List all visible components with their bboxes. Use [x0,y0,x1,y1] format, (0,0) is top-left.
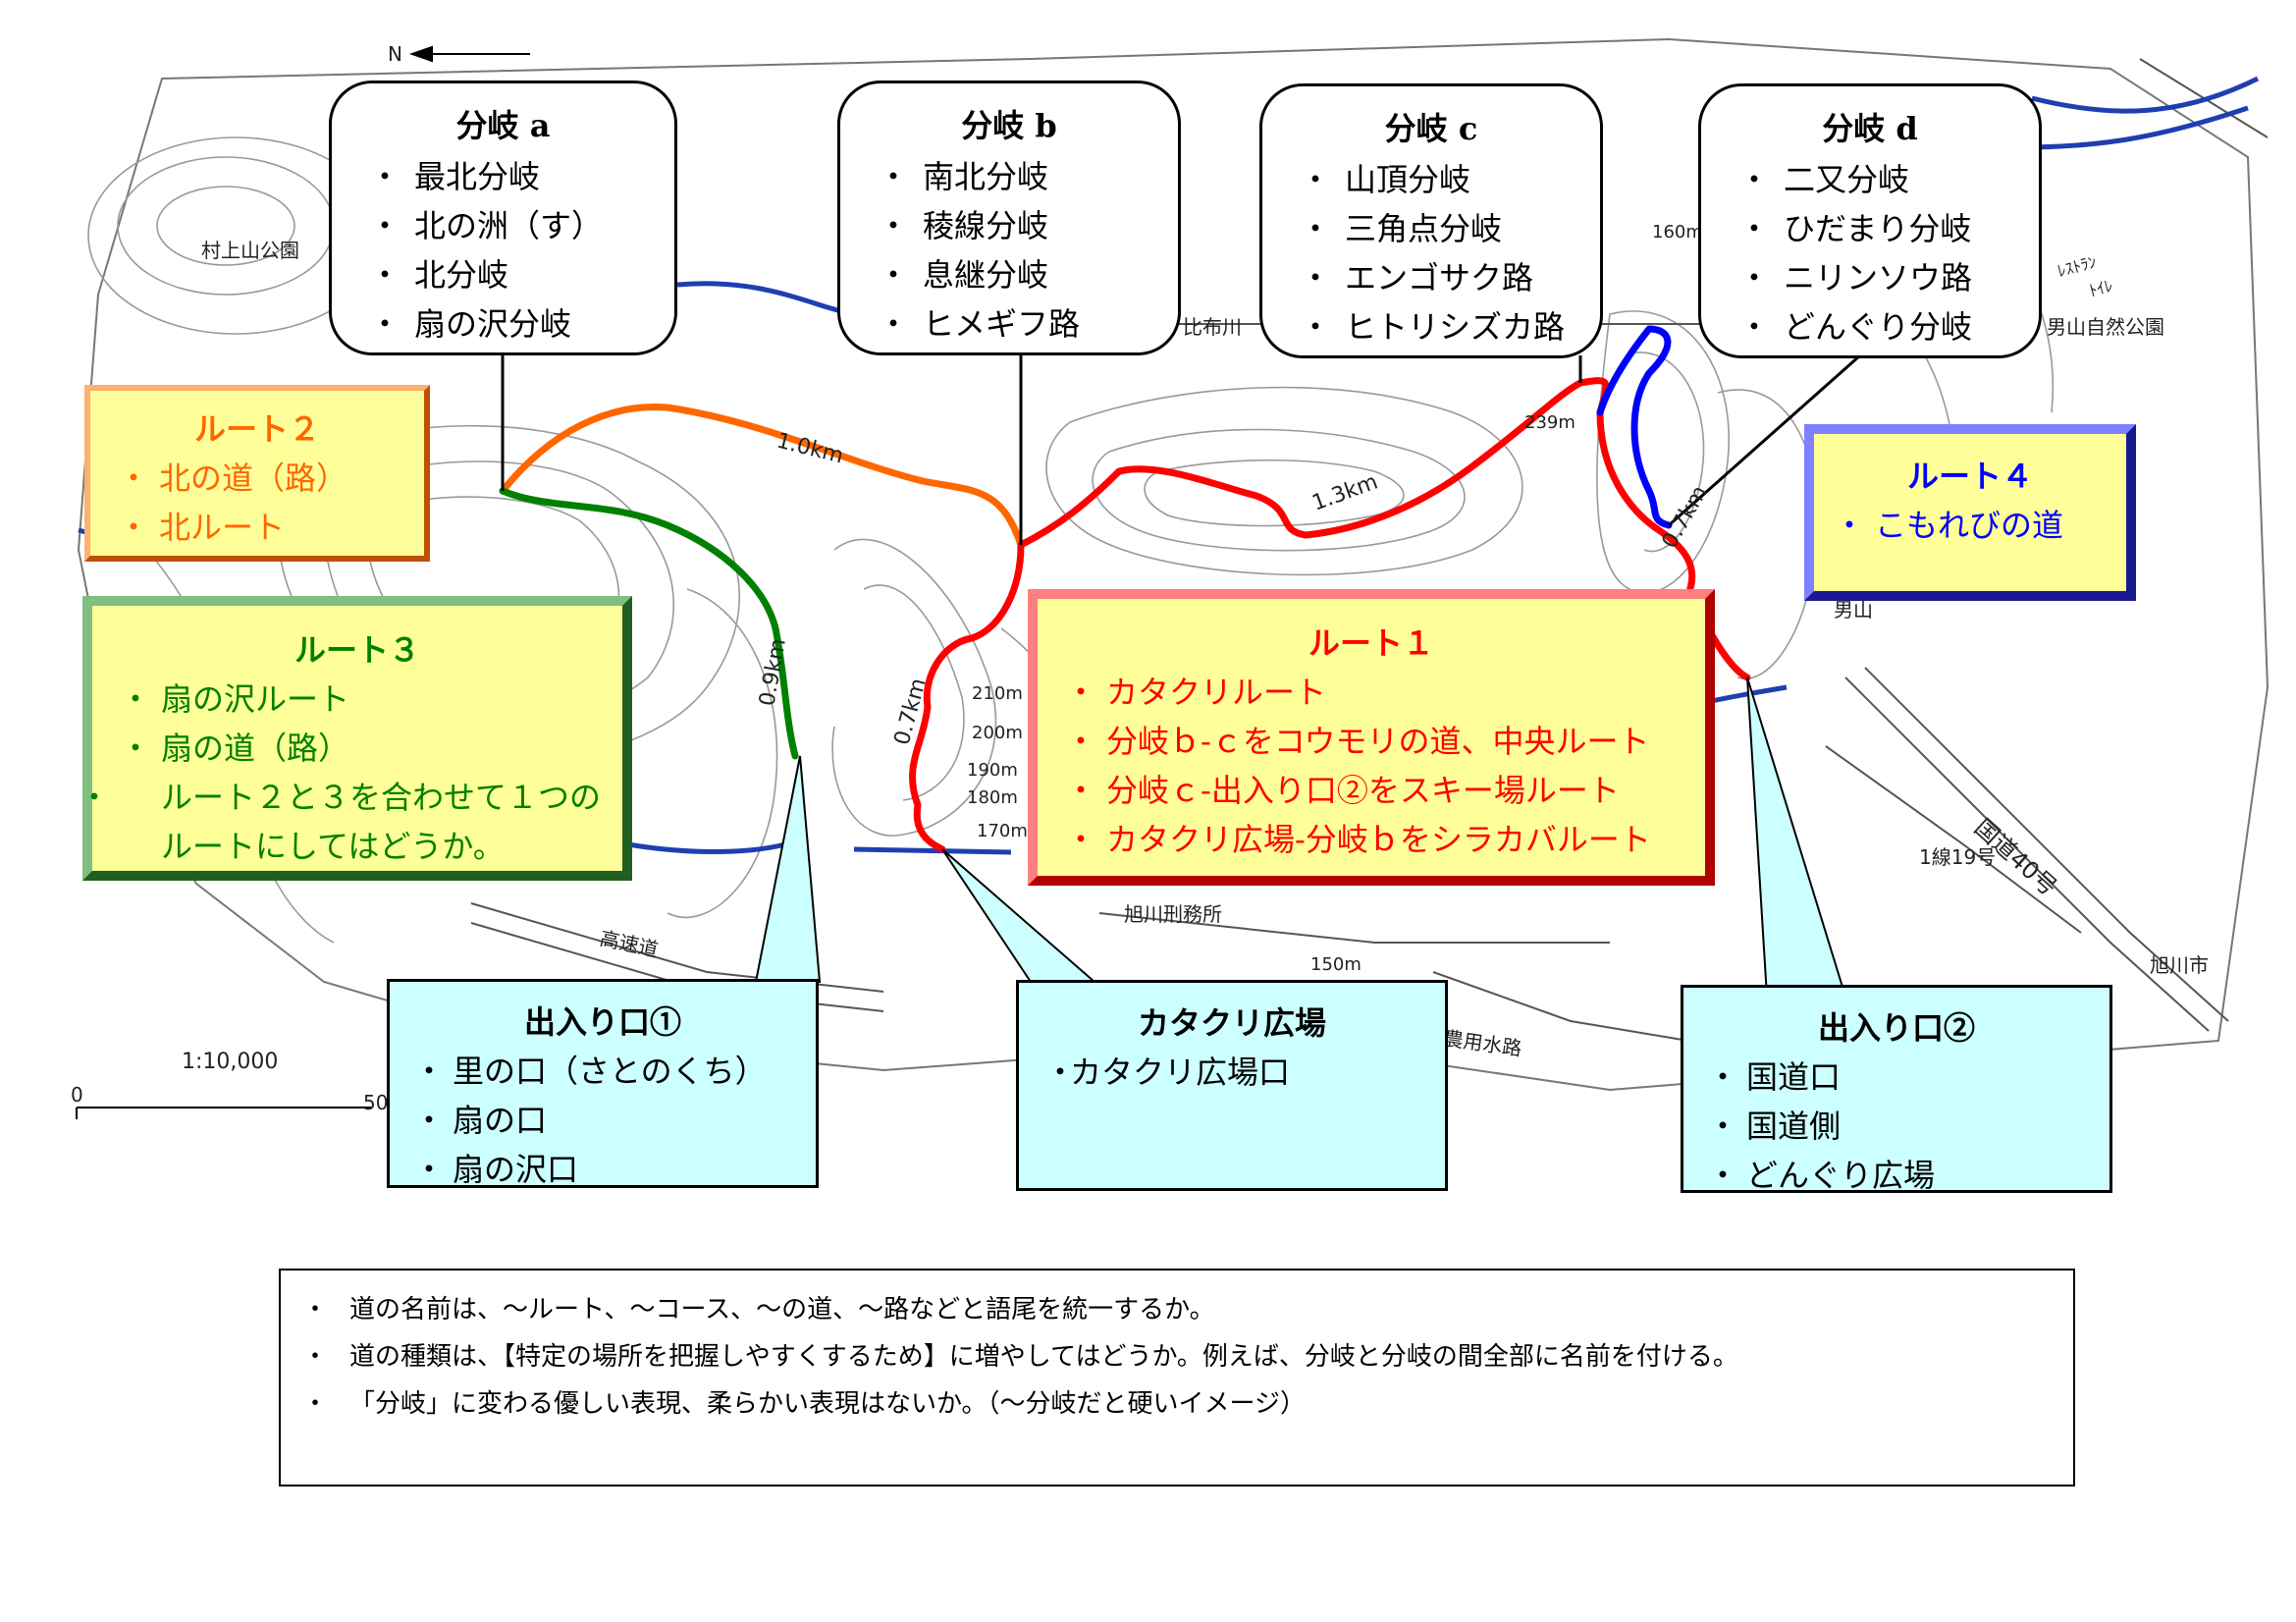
route4-item: こもれびの道 [1834,501,2126,550]
route4-line [1596,325,1673,529]
note-item: 道の名前は、～ルート、～コース、～の道、～路などと語尾を統一するか。 [302,1286,2073,1333]
route4-title: ルート４ [1906,458,2033,495]
label-toilet: ﾄｲﾚ [2087,276,2114,300]
distance-label-1: 1.0km [774,429,846,469]
label-hibu-river: 比布川 [1183,315,1242,339]
contour-190: 190m [967,760,1018,781]
branch-d-box: 分岐 d 二又分岐 ひだまり分岐 ニリンソウ路 どんぐり分岐 [1698,83,2042,358]
distance-label-4: 1.3km [1309,469,1382,515]
route3-item: 扇の道（路） [120,724,622,773]
branch-c-item: エンゴサク路 [1300,253,1600,302]
route2-title: ルート２ [193,410,320,448]
branch-c-title: 分岐 c [1384,110,1478,147]
route3-line [499,487,799,760]
branch-b-item: 稜線分岐 [878,201,1178,250]
label-otokoyama: 男山 [1834,598,1873,622]
note-item: 「分岐」に変わる優しい表現、柔らかい表現はないか。（～分岐だと硬いイメージ） [302,1380,2073,1428]
route1-box: ルート１ カタクリルート 分岐ｂ-ｃをコウモリの道、中央ルート 分岐ｃ-出入り口… [1028,589,1715,886]
branch-b-item: ヒメギフ路 [878,299,1178,349]
route3-title: ルート３ [294,631,420,669]
branch-d-item: ひだまり分岐 [1738,204,2039,253]
route-lines [499,325,1751,853]
branch-c-item: 三角点分岐 [1300,204,1600,253]
label-restaurant: ﾚｽﾄﾗﾝ [2056,252,2099,281]
branch-a-item: 最北分岐 [369,152,674,201]
branch-a-box: 分岐 a 最北分岐 北の洲（す） 北分岐 扇の沢分岐 [329,81,677,355]
entrance1-pointer [754,755,822,983]
callout-lines [501,351,1861,545]
branch-b-item: 南北分岐 [878,152,1178,201]
scale-zero: 0 [71,1083,83,1107]
contour-239: 239m [1524,412,1575,433]
route2-box: ルート２ 北の道（路） 北ルート [84,385,430,562]
branch-c-box: 分岐 c 山頂分岐 三角点分岐 エンゴサク路 ヒトリシズカ路 [1259,83,1603,358]
branch-d-item: ニリンソウ路 [1738,253,2039,302]
contour-150: 150m [1310,954,1362,975]
scale-fifty: 50 [363,1091,388,1114]
branch-b-item: 息継分岐 [878,250,1178,299]
entrance2-pointer [1746,676,1847,998]
contour-200: 200m [972,723,1023,743]
route1-item: 分岐ｃ-出入り口②をスキー場ルート [1065,766,1705,815]
entrance2-item: 国道側 [1707,1102,2109,1151]
branch-d-item: 二又分岐 [1738,155,2039,204]
entrance2-item: どんぐり広場 [1707,1151,2109,1200]
label-waterway: 農用水路 [1442,1026,1523,1060]
route3-box: ルート３ 扇の沢ルート 扇の道（路） ルート２と３を合わせて１つのルートにしては… [82,596,632,881]
branch-a-item: 扇の沢分岐 [369,299,674,349]
route2-item: 北の道（路） [118,454,424,503]
katakuri-item: カタクリ広場口 [1044,1048,1445,1097]
branch-a-title: 分岐 a [455,107,551,144]
branch-c-item: 山頂分岐 [1300,155,1600,204]
entrance1-item: 扇の口 [413,1096,816,1145]
branch-a-item: 北分岐 [369,250,674,299]
label-line19: 1線19号 [1919,845,1996,869]
north-label: N [388,42,402,66]
branch-d-item: どんぐり分岐 [1738,302,2039,351]
branch-a-item: 北の洲（す） [369,201,674,250]
katakuri-box: カタクリ広場 カタクリ広場口 [1016,980,1448,1191]
branch-c-item: ヒトリシズカ路 [1300,302,1600,351]
note-item: 道の種類は、【特定の場所を把握しやすくするため】に増やしてはどうか。例えば、分岐… [302,1333,2073,1380]
route3-item: ルート２と３を合わせて１つのルートにしてはどうか。 [120,773,622,871]
branch-b-title: 分岐 b [961,107,1057,144]
label-city: 旭川市 [2150,953,2209,977]
route2-item: 北ルート [118,503,424,552]
route1-title: ルート１ [1308,624,1434,662]
label-prison: 旭川刑務所 [1124,902,1222,926]
route1-item: 分岐ｂ-ｃをコウモリの道、中央ルート [1065,717,1705,766]
route1-line [909,377,1751,853]
branch-b-box: 分岐 b 南北分岐 稜線分岐 息継分岐 ヒメギフ路 [837,81,1181,355]
contour-180: 180m [967,787,1018,808]
contour-210: 210m [972,683,1023,704]
route2-line [499,403,1025,549]
branch-d-title: 分岐 d [1822,110,1918,147]
label-highway: 高速道 [598,926,661,961]
entrance2-item: 国道口 [1707,1053,2109,1102]
route4-box: ルート４ こもれびの道 [1804,424,2136,601]
route1-item: カタクリルート [1065,668,1705,717]
scale-ratio: 1:10,000 [182,1050,278,1074]
contour-160: 160m [1652,222,1703,243]
north-arrow [408,45,530,63]
notes-box: 道の名前は、～ルート、～コース、～の道、～路などと語尾を統一するか。 道の種類は… [279,1269,2075,1487]
katakuri-title: カタクリ広場 [1137,1004,1326,1042]
entrance2-title: 出入り口② [1817,1009,1975,1047]
entrance1-title: 出入り口① [523,1003,681,1041]
label-otokoyama-park: 男山自然公園 [2047,315,2164,339]
route1-item: カタクリ広場-分岐ｂをシラカバルート [1065,815,1705,864]
contour-170: 170m [977,821,1028,841]
entrance1-box: 出入り口① 里の口（さとのくち） 扇の口 扇の沢口 [387,979,819,1188]
entrance1-item: 扇の沢口 [413,1145,816,1194]
label-murakami: 村上山公園 [201,239,299,262]
route3-item: 扇の沢ルート [120,675,622,724]
entrance1-item: 里の口（さとのくち） [413,1047,816,1096]
entrance2-box: 出入り口② 国道口 国道側 どんぐり広場 [1681,985,2112,1194]
